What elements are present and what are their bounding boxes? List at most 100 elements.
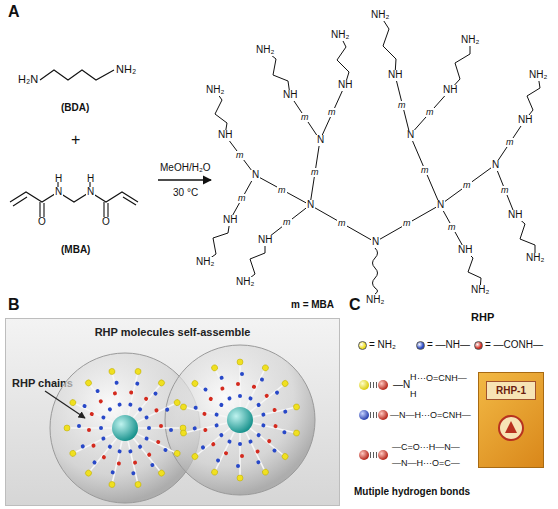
atom-label: —N — [393, 380, 410, 391]
atom-label: N — [54, 187, 63, 198]
text-label: 30 °C — [173, 188, 198, 199]
atom-label: NH — [337, 80, 353, 91]
text-label: Mutiple hydrogen bonds — [354, 487, 470, 498]
legend-ball — [416, 341, 425, 350]
butyl-chain — [245, 240, 265, 282]
panel-title: RHP molecules self-assemble — [6, 326, 339, 338]
butyl-chain — [265, 50, 290, 95]
nh2-ball — [359, 380, 369, 390]
mba-link — [230, 175, 255, 220]
mba-link — [440, 165, 495, 205]
mba-link — [410, 135, 440, 205]
atom-label: NH₂ — [528, 70, 548, 81]
atom-label: —N—H···O=C— — [392, 459, 460, 468]
use-element — [180, 402, 231, 421]
use-element — [236, 430, 244, 481]
atom-label: NH₂ — [460, 35, 480, 46]
conh-ball — [378, 450, 388, 460]
conh-ball — [359, 450, 369, 460]
atom-label: NH — [387, 70, 403, 81]
nh-ball — [359, 410, 369, 420]
mba-structure — [10, 182, 138, 217]
atom-label: NH — [257, 235, 273, 246]
monomer-label: m — [337, 219, 347, 228]
monomer-label: m — [300, 113, 310, 122]
atom-label: NH — [517, 115, 533, 126]
atom-label: N — [436, 200, 445, 211]
use-element — [241, 363, 271, 412]
butyl-chain — [40, 70, 114, 80]
monomer-label: m — [397, 101, 407, 110]
atom-label: N — [316, 135, 325, 146]
mba-link — [310, 205, 375, 242]
use-element — [190, 379, 235, 417]
mba-backbone — [10, 192, 138, 202]
mba-link — [225, 135, 255, 175]
legend-ball — [474, 341, 483, 350]
use-element — [210, 363, 240, 412]
use-element — [84, 433, 122, 478]
use-element — [132, 398, 181, 428]
use-element — [123, 368, 142, 419]
monomer-label: m — [500, 186, 510, 195]
atom-label: O — [37, 217, 47, 228]
atom-label: N — [406, 130, 415, 141]
use-element — [84, 378, 122, 423]
conh-ball — [378, 410, 388, 420]
atom-label: —N—H···O=CNH— — [390, 411, 471, 420]
atom-label: NH₂ — [205, 85, 225, 96]
sphere-arms — [64, 368, 186, 489]
atom-label: N — [86, 187, 95, 198]
atom-label: NH₂ — [365, 295, 385, 306]
legend-text: = —NH— — [427, 340, 470, 351]
mba-link — [410, 90, 450, 135]
use-element — [128, 378, 166, 423]
use-element — [107, 368, 126, 419]
butyl-chain — [380, 15, 396, 75]
atom-label: NH — [217, 130, 233, 141]
monomer-label: m — [420, 166, 430, 175]
atom-label: N — [306, 200, 315, 211]
monomer-label: m — [282, 218, 292, 227]
text-label: + — [71, 132, 80, 149]
butyl-chain — [205, 220, 230, 262]
reaction-arrow — [158, 179, 211, 180]
legend-text: = NH₂ — [369, 340, 396, 351]
panel-letter: C — [349, 297, 361, 314]
butyl-chain — [215, 90, 227, 135]
use-element — [249, 402, 300, 421]
mba-link — [255, 175, 310, 205]
monomer-label: m — [327, 108, 337, 117]
carbonyl-bond — [107, 203, 108, 217]
hbond-mark — [371, 452, 377, 458]
atom-label: H — [87, 174, 94, 185]
carbonyl-bond — [39, 202, 40, 217]
hbond-ball-pairs — [359, 380, 388, 460]
atom-label: N — [491, 160, 500, 171]
use-element — [236, 359, 244, 410]
text-label: m = MBA — [291, 300, 334, 311]
use-element — [241, 427, 271, 476]
panel-letter: A — [8, 4, 20, 21]
atom-label: NH₂ — [470, 285, 490, 296]
butyl-chain — [450, 40, 470, 90]
logo-ring — [499, 416, 523, 440]
pointer-arrow — [45, 391, 85, 418]
text-label: (MBA) — [61, 245, 90, 256]
atom-label: NH — [282, 90, 298, 101]
atom-label: H₂N — [17, 74, 39, 86]
atom-label: NH₂ — [195, 257, 215, 268]
text-label: (BDA) — [61, 103, 89, 114]
monomer-label: m — [277, 186, 287, 195]
mba-link — [320, 85, 345, 140]
mba-link — [290, 95, 320, 140]
monomer-label: m — [447, 223, 457, 232]
atom-label: H — [410, 390, 417, 399]
use-element — [128, 433, 166, 478]
use-element — [107, 437, 126, 488]
atom-label: N — [251, 170, 260, 181]
monomer-label: m — [425, 108, 435, 117]
rhp-dendrimer — [205, 15, 540, 294]
